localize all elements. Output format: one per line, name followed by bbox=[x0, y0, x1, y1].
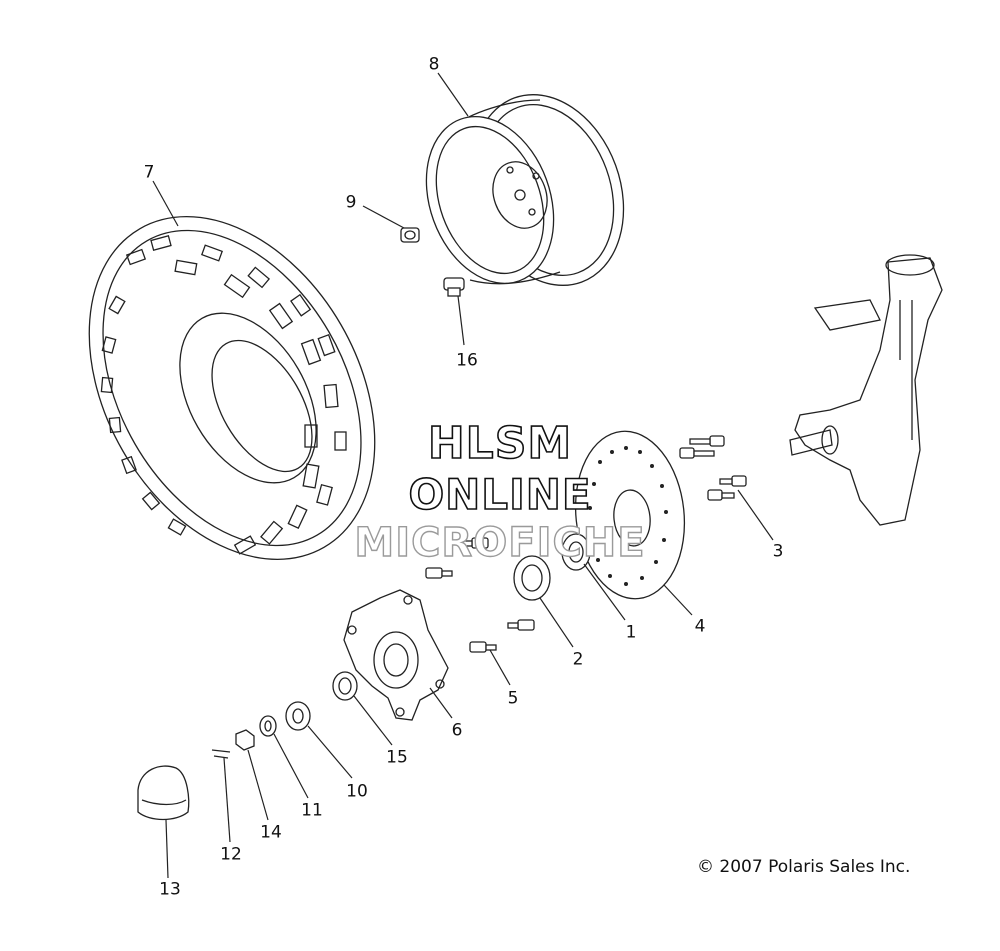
bearing-2-part bbox=[513, 555, 551, 601]
spacer-part bbox=[332, 671, 358, 701]
callout-15: 15 bbox=[386, 747, 408, 768]
hub-cap-part bbox=[137, 765, 190, 821]
watermark-line-1: HLSM bbox=[427, 417, 573, 470]
callout-13: 13 bbox=[159, 879, 181, 900]
wheel-studs-part bbox=[425, 537, 535, 653]
brake-disc-part bbox=[574, 430, 686, 600]
watermark-line-3: MICROFICHE bbox=[354, 519, 646, 566]
callout-2: 2 bbox=[572, 649, 584, 670]
callout-11: 11 bbox=[301, 800, 323, 821]
callout-14: 14 bbox=[260, 822, 282, 843]
callout-9: 9 bbox=[345, 192, 357, 213]
washer-part bbox=[259, 715, 277, 737]
cotter-pin-part bbox=[211, 749, 231, 759]
valve-stem-part bbox=[443, 277, 465, 297]
copyright-notice: © 2007 Polaris Sales Inc. bbox=[697, 857, 911, 877]
lug-nut-part bbox=[400, 227, 420, 243]
disc-bolts-part bbox=[679, 435, 747, 501]
callout-3: 3 bbox=[772, 541, 784, 562]
callout-7: 7 bbox=[143, 162, 155, 183]
wheel-rim-part bbox=[425, 94, 625, 286]
watermark-line-2: ONLINE bbox=[408, 469, 592, 520]
callout-5: 5 bbox=[507, 688, 519, 709]
leader-lines bbox=[152, 72, 774, 879]
callout-10: 10 bbox=[346, 781, 368, 802]
callout-1: 1 bbox=[625, 622, 637, 643]
bearing-1-part bbox=[561, 533, 591, 571]
callout-6: 6 bbox=[451, 720, 463, 741]
callout-8: 8 bbox=[428, 54, 440, 75]
callout-12: 12 bbox=[220, 844, 242, 865]
callout-4: 4 bbox=[694, 616, 706, 637]
cone-washer-part bbox=[285, 701, 311, 731]
wheel-hub-part bbox=[343, 589, 449, 721]
castle-nut-part bbox=[235, 729, 255, 751]
steering-knuckle bbox=[789, 254, 943, 526]
tire-part bbox=[88, 215, 376, 561]
callout-16: 16 bbox=[456, 350, 478, 371]
